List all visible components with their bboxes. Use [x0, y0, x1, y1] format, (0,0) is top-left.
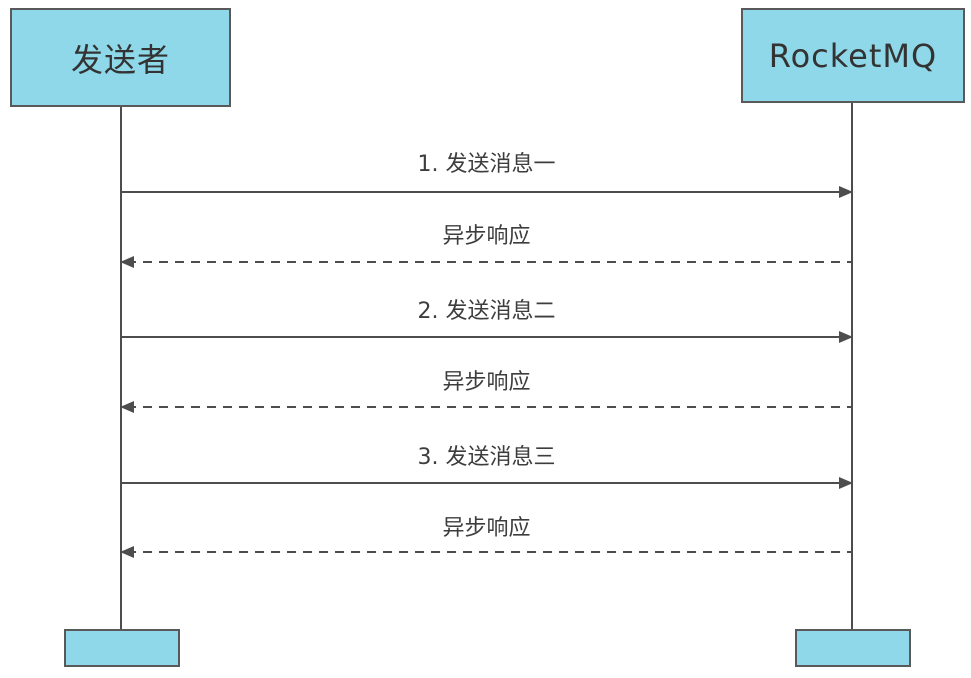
sender-lifeline: [120, 107, 122, 630]
arrowhead-left-icon: [120, 256, 134, 268]
message-3-arrow: [121, 331, 853, 343]
message-3-label: 2. 发送消息二: [417, 299, 556, 324]
arrowhead-right-icon: [839, 477, 853, 489]
arrowhead-left-icon: [120, 546, 134, 558]
message-5-label: 3. 发送消息三: [417, 445, 556, 470]
actor-rocketmq-label: RocketMQ: [768, 36, 938, 75]
message-1-label: 1. 发送消息一: [417, 152, 556, 177]
arrow-line: [121, 482, 846, 484]
message-4-label: 异步响应: [442, 370, 531, 395]
rocketmq-lifeline: [851, 103, 853, 630]
arrow-line: [127, 551, 852, 553]
arrow-line: [127, 261, 852, 263]
arrowhead-left-icon: [120, 401, 134, 413]
arrowhead-right-icon: [839, 331, 853, 343]
rocketmq-end-box: [795, 629, 911, 667]
message-2-label: 异步响应: [442, 224, 531, 249]
actor-sender-box: 发送者: [10, 8, 231, 107]
message-6-arrow: [120, 546, 852, 558]
arrow-line: [121, 191, 846, 193]
arrow-line: [121, 336, 846, 338]
message-6-label: 异步响应: [442, 516, 531, 541]
message-5-arrow: [121, 477, 853, 489]
actor-sender-label: 发送者: [70, 40, 170, 79]
sender-end-box: [64, 629, 180, 667]
arrowhead-right-icon: [839, 186, 853, 198]
actor-rocketmq-box: RocketMQ: [741, 8, 965, 103]
message-2-arrow: [120, 256, 852, 268]
arrow-line: [127, 406, 852, 408]
message-1-arrow: [121, 186, 853, 198]
message-4-arrow: [120, 401, 852, 413]
